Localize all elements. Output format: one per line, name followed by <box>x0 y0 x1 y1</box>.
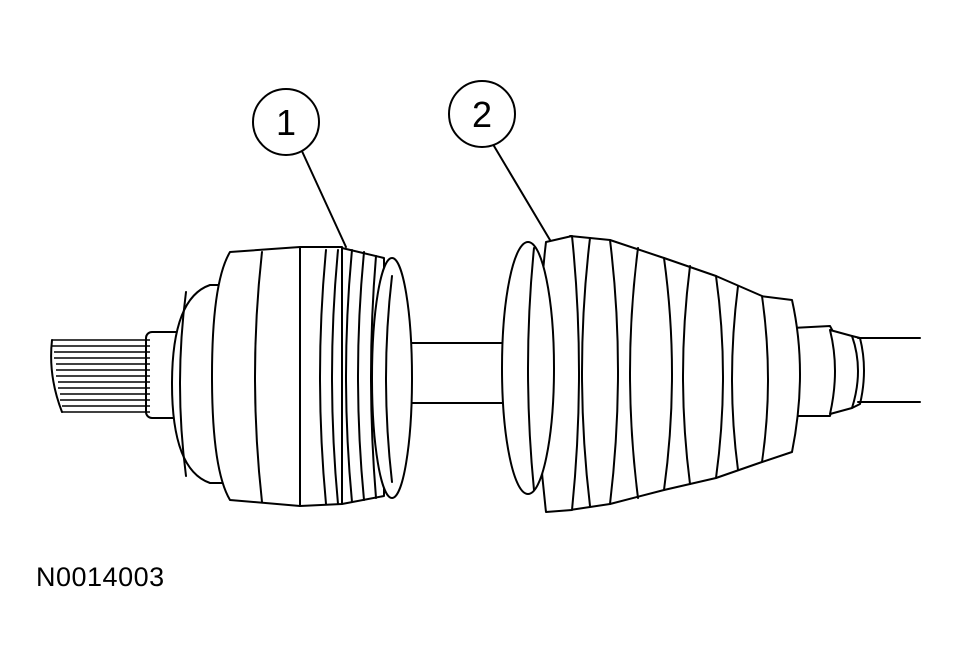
cv-joint-housing <box>171 246 413 507</box>
cv-boot <box>501 235 865 513</box>
figure-code: N0014003 <box>36 562 165 592</box>
callout-2-label: 2 <box>472 94 492 135</box>
callout-leader-1 <box>300 148 347 248</box>
callout-1: 1 <box>252 88 320 156</box>
callout-1-label: 1 <box>276 102 296 143</box>
callout-leader-2 <box>493 145 551 241</box>
splined-stub-shaft <box>50 331 187 419</box>
callout-2: 2 <box>448 80 516 148</box>
axle-shaft-right <box>857 337 921 403</box>
